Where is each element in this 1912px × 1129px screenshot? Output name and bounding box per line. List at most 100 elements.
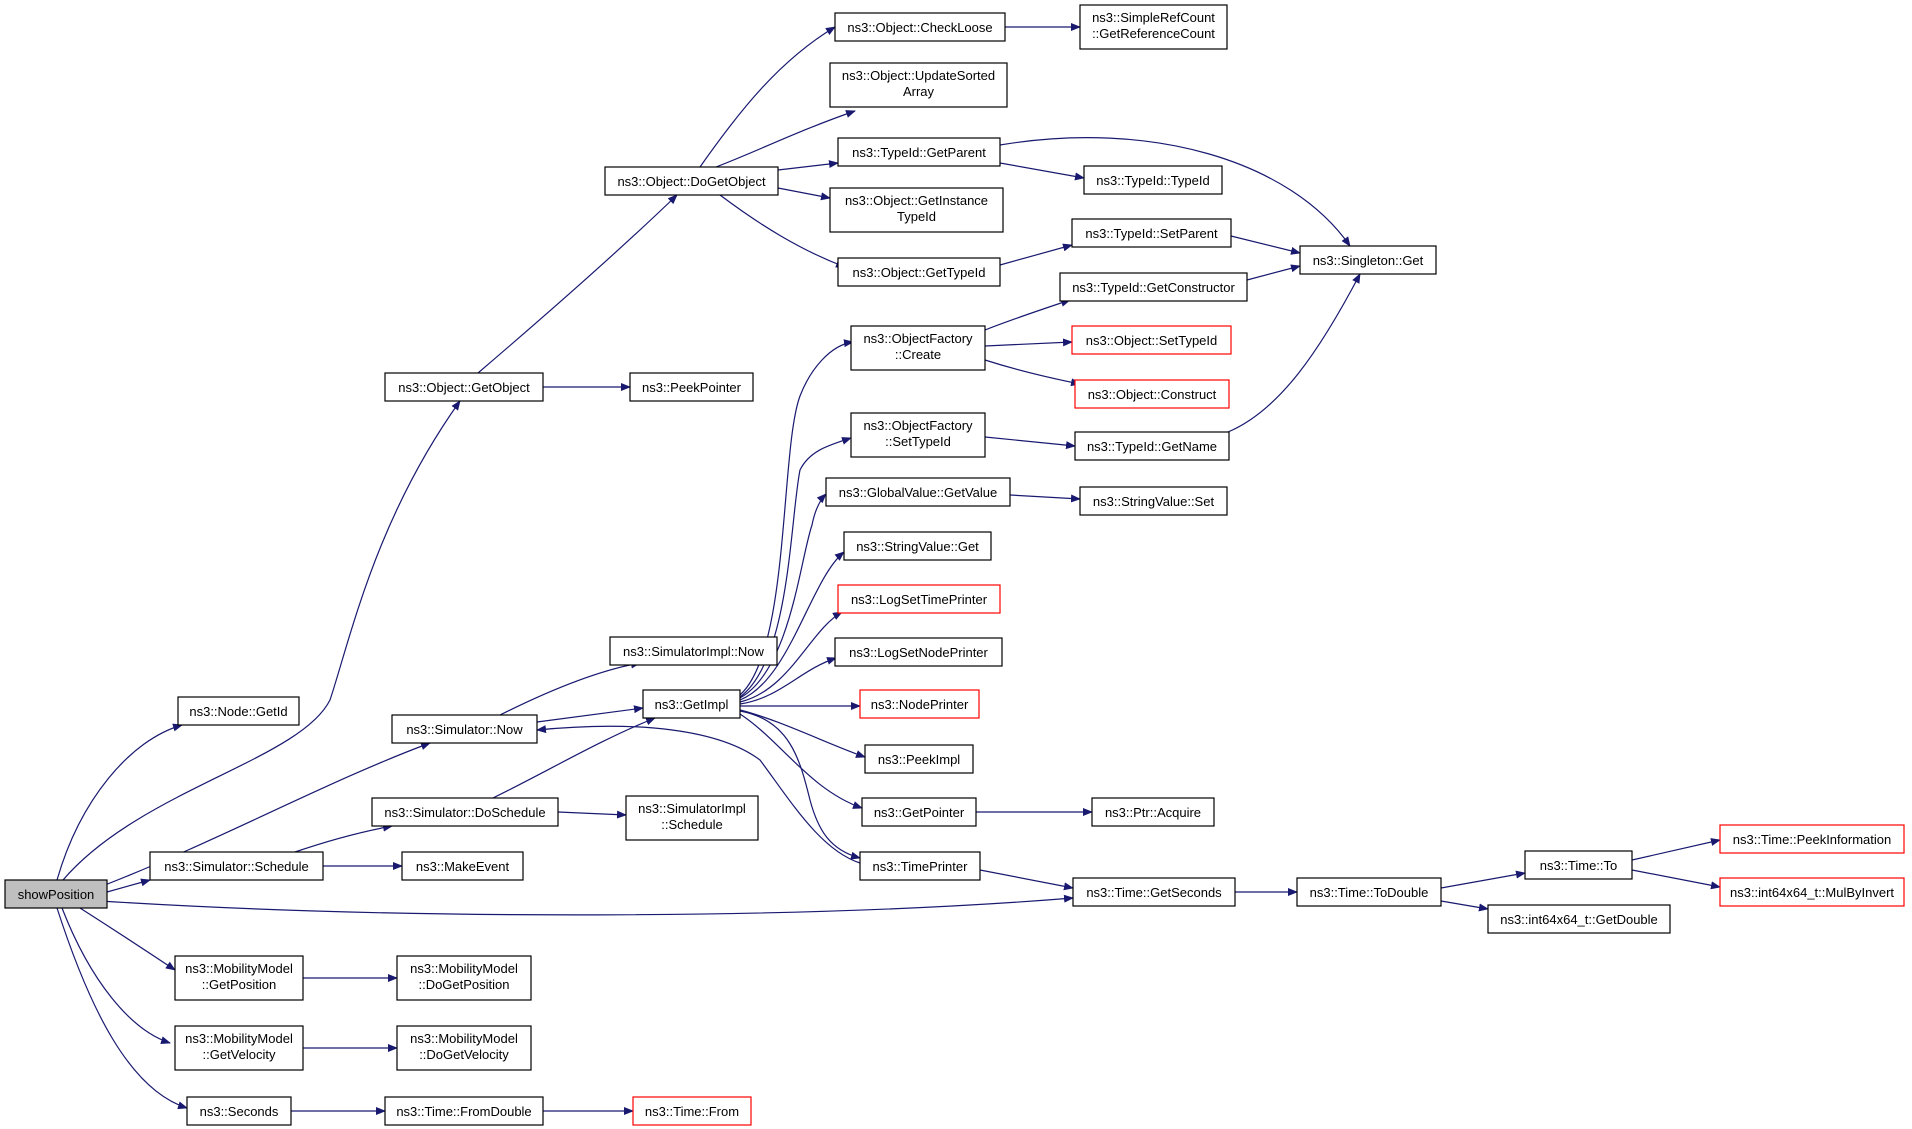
- node-ofcreate[interactable]: ns3::ObjectFactory::Create: [850, 325, 986, 371]
- node-from[interactable]: ns3::Time::From: [632, 1096, 752, 1126]
- node-box[interactable]: [149, 851, 324, 881]
- node-dogetobject[interactable]: ns3::Object::DoGetObject: [604, 166, 779, 196]
- node-box[interactable]: [829, 187, 1004, 233]
- node-box[interactable]: [384, 372, 544, 402]
- node-nodeprinter[interactable]: ns3::NodePrinter: [859, 689, 980, 719]
- node-box[interactable]: [1487, 904, 1671, 934]
- node-box[interactable]: [837, 257, 1001, 287]
- node-box[interactable]: [1719, 877, 1905, 907]
- node-box[interactable]: [401, 851, 524, 881]
- node-box[interactable]: [625, 795, 759, 841]
- node-ofsettypeid[interactable]: ns3::ObjectFactory::SetTypeId: [850, 412, 986, 458]
- node-seconds[interactable]: ns3::Seconds: [186, 1096, 292, 1126]
- node-box[interactable]: [629, 372, 754, 402]
- node-box[interactable]: [861, 797, 977, 827]
- node-box[interactable]: [1074, 431, 1230, 461]
- node-box[interactable]: [174, 955, 304, 1001]
- node-box[interactable]: [843, 531, 992, 561]
- node-box[interactable]: [1071, 325, 1232, 355]
- node-box[interactable]: [186, 1096, 292, 1126]
- node-box[interactable]: [829, 62, 1008, 108]
- node-box[interactable]: [859, 689, 980, 719]
- node-box[interactable]: [850, 412, 986, 458]
- node-box[interactable]: [859, 851, 981, 881]
- node-simnow[interactable]: ns3::Simulator::Now: [391, 714, 538, 744]
- node-todouble[interactable]: ns3::Time::ToDouble: [1296, 877, 1442, 907]
- node-dogetpos[interactable]: ns3::MobilityModel::DoGetPosition: [396, 955, 532, 1001]
- node-box[interactable]: [177, 696, 300, 726]
- node-logtime[interactable]: ns3::LogSetTimePrinter: [837, 584, 1001, 614]
- node-box[interactable]: [384, 1096, 544, 1126]
- node-getparent[interactable]: ns3::TypeId::GetParent: [837, 137, 1001, 167]
- node-dogetvel[interactable]: ns3::MobilityModel::DoGetVelocity: [396, 1025, 532, 1071]
- node-box[interactable]: [1299, 245, 1437, 275]
- node-box[interactable]: [1083, 165, 1223, 195]
- node-getimpl[interactable]: ns3::GetImpl: [642, 689, 741, 719]
- node-box[interactable]: [1524, 850, 1633, 880]
- node-getpointer[interactable]: ns3::GetPointer: [861, 797, 977, 827]
- node-box[interactable]: [1071, 218, 1232, 248]
- node-svget[interactable]: ns3::StringValue::Get: [843, 531, 992, 561]
- node-svset[interactable]: ns3::StringValue::Set: [1079, 486, 1228, 516]
- node-box[interactable]: [1079, 4, 1228, 50]
- node-gvgetvalue[interactable]: ns3::GlobalValue::GetValue: [825, 477, 1011, 507]
- node-i64getdouble[interactable]: ns3::int64x64_t::GetDouble: [1487, 904, 1671, 934]
- node-objsettypeid[interactable]: ns3::Object::SetTypeId: [1071, 325, 1232, 355]
- node-getid[interactable]: ns3::Node::GetId: [177, 696, 300, 726]
- node-refcount[interactable]: ns3::SimpleRefCount::GetReferenceCount: [1079, 4, 1228, 50]
- node-box[interactable]: [4, 879, 108, 909]
- node-box[interactable]: [396, 1025, 532, 1071]
- node-box[interactable]: [391, 714, 538, 744]
- node-box[interactable]: [609, 636, 778, 666]
- node-construct[interactable]: ns3::Object::Construct: [1074, 379, 1230, 409]
- node-box[interactable]: [834, 12, 1006, 42]
- node-root[interactable]: showPosition: [4, 879, 108, 909]
- node-box[interactable]: [834, 637, 1003, 667]
- node-peekpointer[interactable]: ns3::PeekPointer: [629, 372, 754, 402]
- node-getname[interactable]: ns3::TypeId::GetName: [1074, 431, 1230, 461]
- node-getobject[interactable]: ns3::Object::GetObject: [384, 372, 544, 402]
- node-box[interactable]: [1091, 797, 1215, 827]
- node-box[interactable]: [396, 955, 532, 1001]
- node-box[interactable]: [1719, 824, 1905, 854]
- node-typeidctor[interactable]: ns3::TypeId::TypeId: [1083, 165, 1223, 195]
- node-setparent[interactable]: ns3::TypeId::SetParent: [1071, 218, 1232, 248]
- node-lognode[interactable]: ns3::LogSetNodePrinter: [834, 637, 1003, 667]
- node-box[interactable]: [837, 137, 1001, 167]
- node-implnow[interactable]: ns3::SimulatorImpl::Now: [609, 636, 778, 666]
- node-getvel[interactable]: ns3::MobilityModel::GetVelocity: [174, 1025, 304, 1071]
- node-schedule[interactable]: ns3::Simulator::Schedule: [149, 851, 324, 881]
- node-getpos[interactable]: ns3::MobilityModel::GetPosition: [174, 955, 304, 1001]
- node-box[interactable]: [1072, 877, 1236, 907]
- node-getseconds[interactable]: ns3::Time::GetSeconds: [1072, 877, 1236, 907]
- node-objgettypeid[interactable]: ns3::Object::GetTypeId: [837, 257, 1001, 287]
- node-box[interactable]: [642, 689, 741, 719]
- node-timeprinter[interactable]: ns3::TimePrinter: [859, 851, 981, 881]
- node-ptracquire[interactable]: ns3::Ptr::Acquire: [1091, 797, 1215, 827]
- node-getctor[interactable]: ns3::TypeId::GetConstructor: [1059, 272, 1248, 302]
- node-box[interactable]: [1059, 272, 1248, 302]
- node-box[interactable]: [1296, 877, 1442, 907]
- node-doschedule[interactable]: ns3::Simulator::DoSchedule: [371, 797, 559, 827]
- node-peekinfo[interactable]: ns3::Time::PeekInformation: [1719, 824, 1905, 854]
- node-implsched[interactable]: ns3::SimulatorImpl::Schedule: [625, 795, 759, 841]
- node-mulbyinv[interactable]: ns3::int64x64_t::MulByInvert: [1719, 877, 1905, 907]
- node-box[interactable]: [825, 477, 1011, 507]
- node-box[interactable]: [864, 744, 974, 774]
- node-checkloose[interactable]: ns3::Object::CheckLoose: [834, 12, 1006, 42]
- node-singleton[interactable]: ns3::Singleton::Get: [1299, 245, 1437, 275]
- node-box[interactable]: [604, 166, 779, 196]
- node-box[interactable]: [850, 325, 986, 371]
- node-fromdouble[interactable]: ns3::Time::FromDouble: [384, 1096, 544, 1126]
- node-box[interactable]: [837, 584, 1001, 614]
- node-box[interactable]: [174, 1025, 304, 1071]
- node-peekimpl[interactable]: ns3::PeekImpl: [864, 744, 974, 774]
- node-box[interactable]: [1079, 486, 1228, 516]
- node-makeevent[interactable]: ns3::MakeEvent: [401, 851, 524, 881]
- node-box[interactable]: [371, 797, 559, 827]
- node-timeto[interactable]: ns3::Time::To: [1524, 850, 1633, 880]
- node-box[interactable]: [1074, 379, 1230, 409]
- node-box[interactable]: [632, 1096, 752, 1126]
